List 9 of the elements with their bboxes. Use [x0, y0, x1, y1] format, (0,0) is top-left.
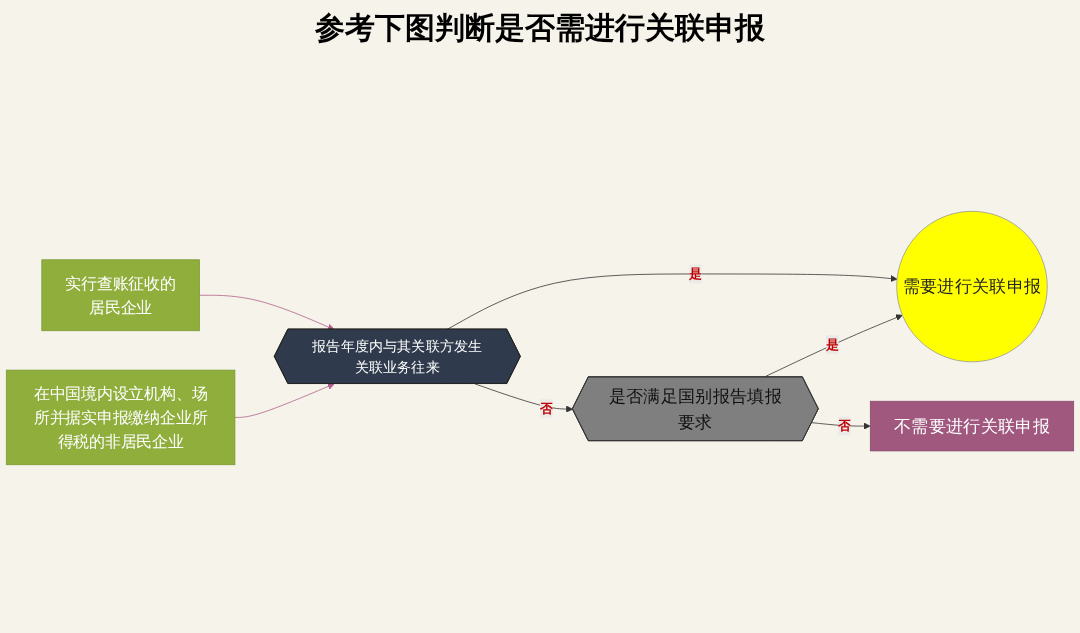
edge-label: 否 [540, 400, 553, 416]
node-box: 实行查账征收的 居民企业 [41, 259, 200, 332]
node-box: 在中国境内设立机构、场所并据实申报缴纳企业所得税的非居民企业 [5, 369, 236, 466]
edge-label: 是 [689, 266, 702, 282]
edge-label: 否 [838, 418, 851, 434]
node-box: 不需要进行关联申报 [869, 400, 1075, 452]
node-circle: 需要进行关联申报 [896, 210, 1048, 363]
edge-label: 是 [826, 336, 839, 352]
title: 参考下图判断是否需进行关联申报 [314, 9, 766, 47]
